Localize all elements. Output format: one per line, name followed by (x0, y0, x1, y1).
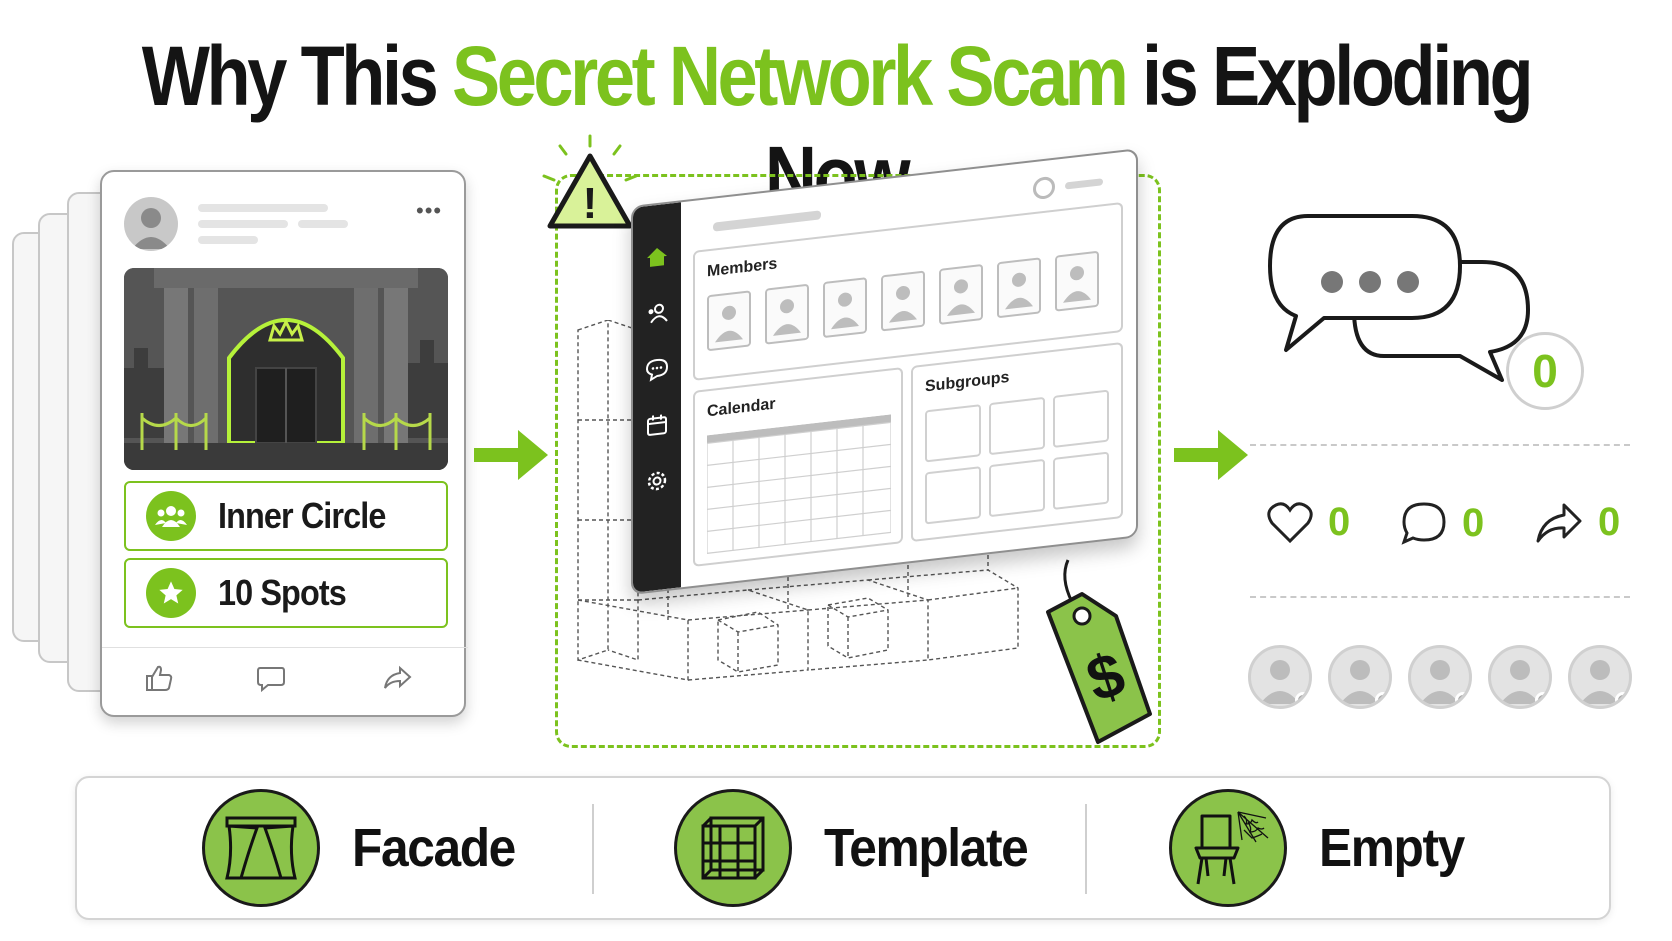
more-options-icon[interactable]: ••• (416, 198, 443, 223)
post-meta-placeholder (198, 236, 258, 244)
inner-circle-label: Inner Circle (218, 495, 386, 536)
likes-count: 0 (1328, 500, 1351, 544)
avatar (124, 197, 178, 251)
arrow-right-icon (474, 430, 548, 480)
calendar-label: Calendar (707, 395, 776, 421)
comment-bubble-icon[interactable] (1400, 500, 1448, 546)
member-placeholder (881, 270, 925, 332)
wireframe-cube-icon (674, 789, 792, 907)
price-tag-icon: $ (1046, 559, 1152, 744)
divider (1250, 596, 1630, 598)
heart-icon[interactable] (1266, 501, 1314, 545)
warning-icon: ! (542, 134, 638, 229)
like-thumb-icon[interactable] (144, 664, 174, 692)
member-placeholder (1055, 250, 1099, 312)
member-placeholder (997, 257, 1041, 319)
divider (592, 804, 594, 894)
dashboard-title-placeholder (713, 210, 821, 232)
divider (1250, 444, 1630, 446)
template-label: Template (824, 818, 1029, 878)
warning-mark: ! (583, 179, 598, 228)
post-author-placeholder (198, 204, 328, 212)
group-icon (146, 491, 196, 541)
inactive-user-avatar (1408, 645, 1472, 709)
shares-stat: 0 (1534, 500, 1620, 545)
shares-count: 0 (1598, 500, 1621, 544)
likes-stat: 0 (1266, 500, 1350, 545)
member-placeholder (707, 290, 751, 352)
subgroup-placeholder (925, 404, 981, 463)
stage-curtain-icon (202, 789, 320, 907)
speech-bubbles-icon (1268, 214, 1530, 382)
subgroup-placeholder (989, 396, 1045, 456)
empty-item: Empty (1169, 788, 1477, 908)
subgroup-placeholder (925, 466, 981, 525)
post-actions-bar (102, 647, 468, 707)
comments-stat: 0 (1400, 500, 1484, 546)
share-arrow-icon[interactable] (1534, 501, 1584, 545)
subgroups-label: Subgroups (925, 368, 1010, 396)
inactive-user-avatar (1328, 645, 1392, 709)
members-panel: Members (693, 201, 1123, 381)
inactive-user-avatar (1488, 645, 1552, 709)
inactive-user-avatar (1248, 645, 1312, 709)
member-placeholder (939, 263, 983, 325)
cobweb-chair-icon (1169, 789, 1287, 907)
chat-count-badge: 0 (1506, 332, 1584, 410)
comment-icon[interactable] (256, 664, 286, 692)
share-icon[interactable] (382, 664, 412, 692)
inactive-user-avatar (1568, 645, 1632, 709)
dashboard-window: Members Calendar Subgroups (631, 148, 1138, 595)
spots-tag: 10 Spots (124, 558, 448, 628)
calendar-icon[interactable] (645, 412, 669, 439)
star-icon (146, 568, 196, 618)
post-meta-placeholder (198, 220, 288, 228)
post-meta-placeholder (298, 220, 348, 228)
divider (1085, 804, 1087, 894)
subgroup-placeholder (989, 458, 1045, 518)
facade-label: Facade (352, 818, 516, 878)
page-title: Why This Secret Network Scam is Explodin… (117, 26, 1555, 226)
home-icon[interactable] (645, 244, 669, 271)
members-label: Members (707, 255, 778, 281)
chat-icon[interactable] (645, 356, 669, 383)
social-post-card: ••• (100, 170, 468, 717)
title-highlight: Secret Network Scam (451, 29, 1129, 123)
facade-item: Facade (202, 788, 529, 908)
calendar-grid (707, 414, 891, 555)
comments-count: 0 (1462, 500, 1485, 545)
profile-name-placeholder (1065, 178, 1103, 190)
gear-icon[interactable] (645, 468, 669, 495)
summary-bar: Facade Template (75, 776, 1611, 920)
calendar-panel: Calendar (693, 367, 903, 567)
exclusive-door-image (124, 268, 448, 470)
users-icon[interactable] (645, 300, 669, 327)
inner-circle-tag: Inner Circle (124, 481, 448, 551)
subgroup-placeholder (1053, 389, 1109, 448)
empty-label: Empty (1319, 818, 1465, 878)
arrow-right-icon (1174, 430, 1248, 480)
template-frame (555, 174, 1161, 748)
template-item: Template (674, 788, 1045, 908)
subgroups-panel: Subgroups (911, 341, 1123, 543)
member-placeholder (765, 283, 809, 345)
title-part-1: Why This (141, 29, 439, 123)
spots-label: 10 Spots (218, 572, 347, 613)
chat-count: 0 (1532, 345, 1558, 397)
subgroup-placeholder (1053, 451, 1109, 510)
profile-avatar[interactable] (1033, 175, 1055, 201)
member-placeholder (823, 277, 867, 339)
dashboard-sidebar (633, 202, 681, 593)
